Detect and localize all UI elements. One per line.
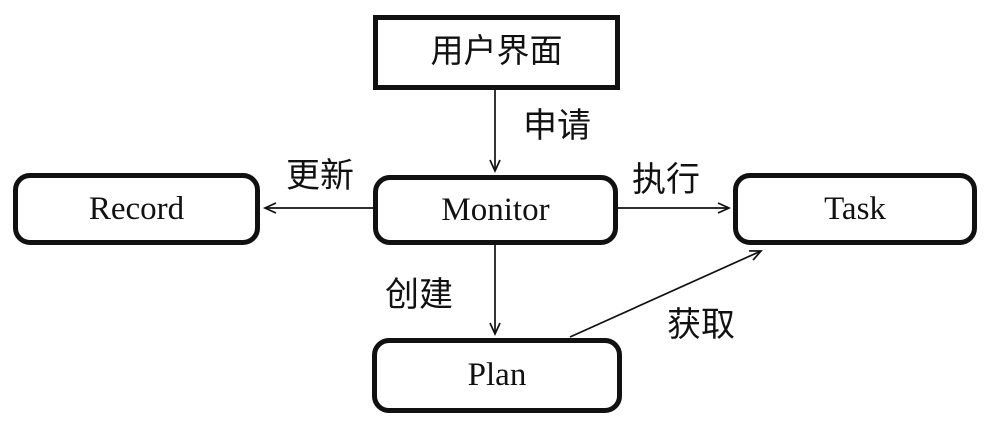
edge-label-create: 创建 [385, 277, 453, 314]
edge-plan-to-task [569, 250, 763, 338]
node-record-label: Record [88, 190, 185, 227]
edge-label-execute: 执行 [632, 162, 700, 199]
node-monitor: Monitor [373, 175, 618, 245]
node-plan-label: Plan [467, 357, 527, 393]
node-record: Record [13, 173, 260, 245]
node-task: Task [733, 173, 977, 245]
node-monitor-label: Monitor [441, 191, 550, 228]
edge-label-apply: 申请 [523, 108, 591, 145]
node-user-interface-label: 用户界面 [430, 34, 563, 70]
node-task-label: Task [824, 190, 886, 227]
edge-label-update: 更新 [286, 158, 354, 195]
node-user-interface: 用户界面 [373, 15, 620, 90]
node-plan: Plan [372, 338, 622, 413]
edge-label-fetch: 获取 [667, 307, 735, 344]
